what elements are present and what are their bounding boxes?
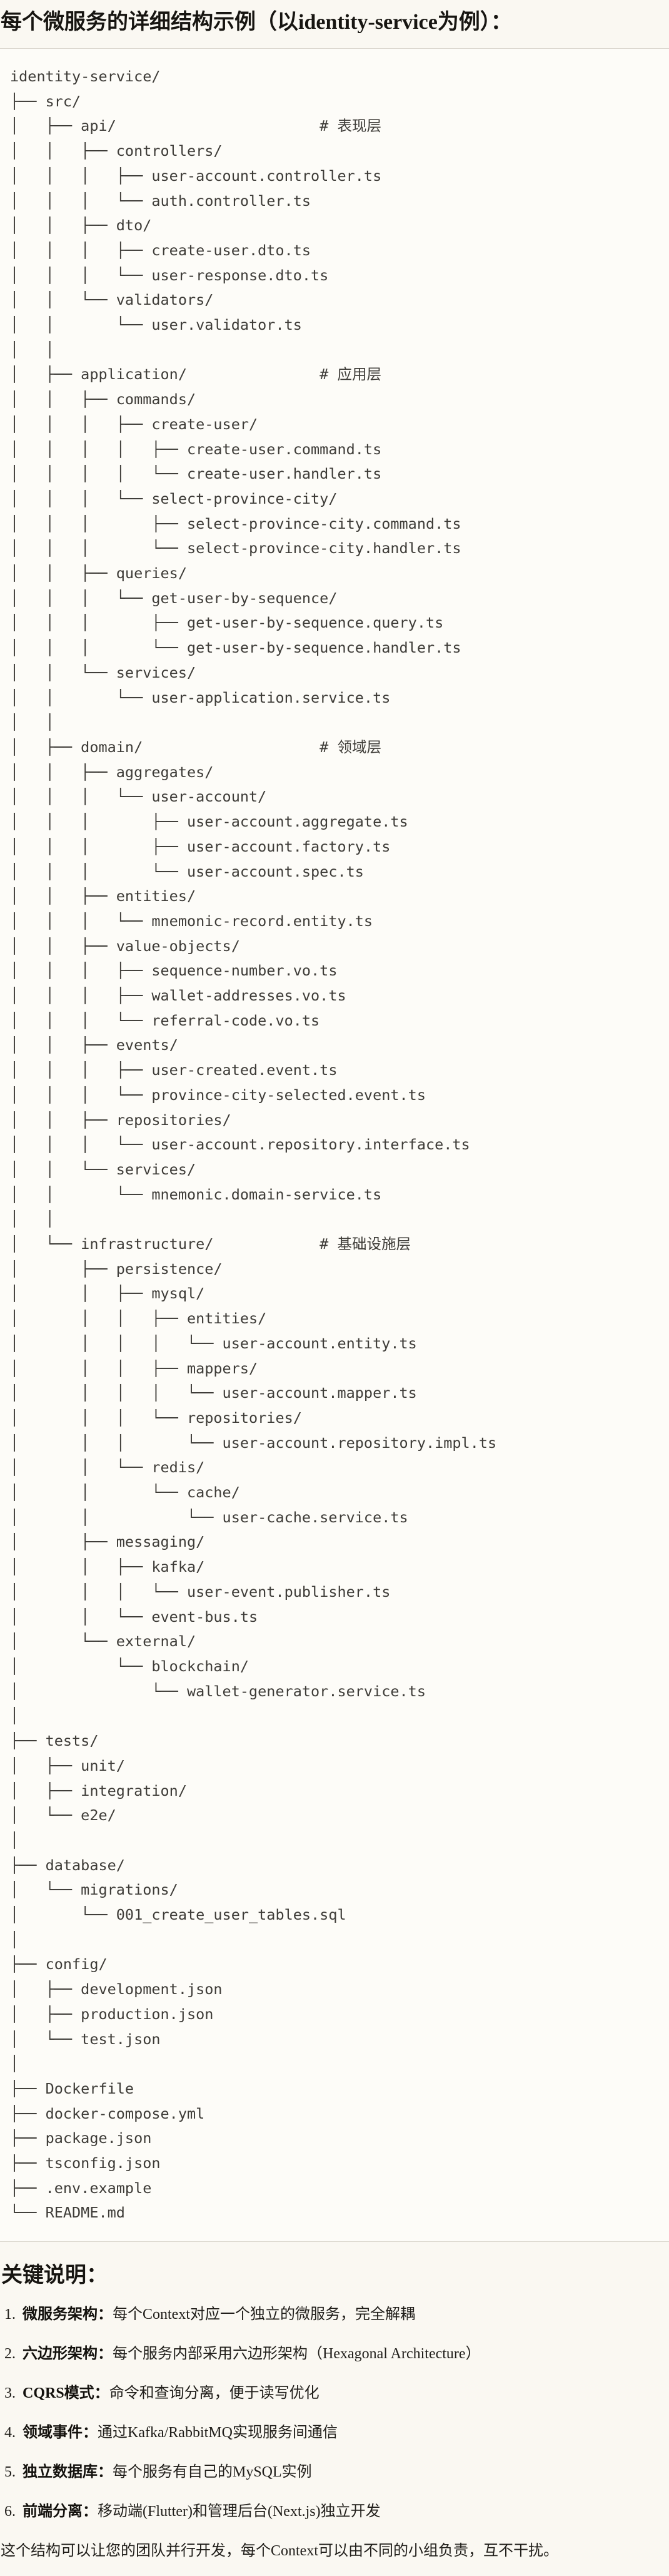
note-term: 六边形架构： <box>23 2346 113 2363</box>
note-number: 1. <box>4 2306 16 2323</box>
note-term: CQRS模式： <box>23 2385 109 2402</box>
note-number: 3. <box>4 2385 16 2402</box>
document: 每个微服务的详细结构示例（以identity-service为例）： ident… <box>0 9 669 2576</box>
note-term: 微服务架构： <box>23 2306 113 2323</box>
note-desc: 命令和查询分离，便于读写优化 <box>109 2385 319 2402</box>
closing-paragraph: 这个结构可以让您的团队并行开发，每个Context可以由不同的小组负责，互不干扰… <box>1 2543 558 2560</box>
notes-heading: 关键说明： <box>1 2264 108 2288</box>
file-tree: identity-service/ ├── src/ │ ├── api/ # … <box>10 68 497 2222</box>
code-block: identity-service/ ├── src/ │ ├── api/ # … <box>0 48 669 2243</box>
note-term: 领域事件： <box>23 2425 98 2441</box>
note-desc: 通过Kafka/RabbitMQ实现服务间通信 <box>98 2425 338 2441</box>
note-item-4: 4. 领域事件：通过Kafka/RabbitMQ实现服务间通信 <box>4 2423 669 2443</box>
note-item-1: 1. 微服务架构：每个Context对应一个独立的微服务，完全解耦 <box>4 2304 669 2324</box>
note-number: 4. <box>4 2425 16 2441</box>
note-item-6: 6. 前端分离：移动端(Flutter)和管理后台(Next.js)独立开发 <box>4 2502 669 2522</box>
page-title: 每个微服务的详细结构示例（以identity-service为例）： <box>1 11 512 34</box>
note-term: 前端分离： <box>23 2503 98 2520</box>
note-item-5: 5. 独立数据库：每个服务有自己的MySQL实例 <box>4 2462 669 2482</box>
note-desc: 每个服务内部采用六边形架构（Hexagonal Architecture） <box>113 2346 481 2363</box>
note-term: 独立数据库： <box>23 2464 113 2481</box>
note-desc: 移动端(Flutter)和管理后台(Next.js)独立开发 <box>98 2503 381 2520</box>
note-number: 6. <box>4 2503 16 2520</box>
note-desc: 每个Context对应一个独立的微服务，完全解耦 <box>113 2306 415 2323</box>
notes-section: 关键说明： 1. 微服务架构：每个Context对应一个独立的微服务，完全解耦 … <box>0 2262 669 2576</box>
note-item-2: 2. 六边形架构：每个服务内部采用六边形架构（Hexagonal Archite… <box>4 2344 669 2364</box>
note-number: 5. <box>4 2464 16 2481</box>
note-desc: 每个服务有自己的MySQL实例 <box>113 2464 312 2481</box>
note-item-3: 3. CQRS模式：命令和查询分离，便于读写优化 <box>4 2383 669 2403</box>
note-number: 2. <box>4 2346 16 2363</box>
